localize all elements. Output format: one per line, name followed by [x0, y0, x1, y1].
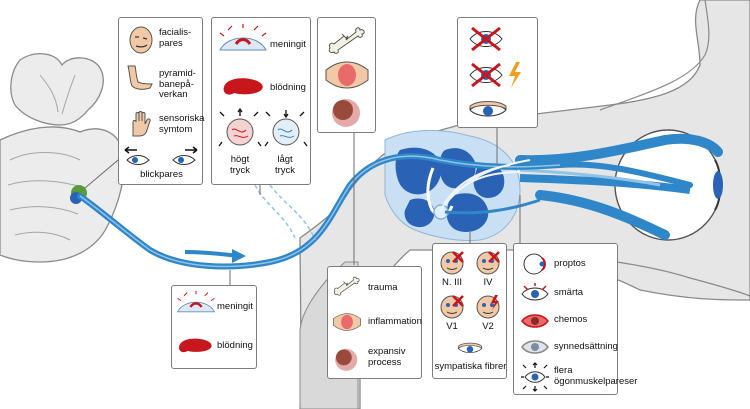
broken-bone-icon — [333, 276, 360, 296]
symptom-label: pyramid- banepå- verkan — [159, 68, 196, 100]
cause-label: blödning — [217, 340, 253, 351]
red-eye-icon — [521, 314, 549, 328]
orbit-label: smärta — [554, 287, 584, 298]
multi-direction-eye-icon — [521, 362, 549, 392]
proptosis-icon — [523, 253, 546, 275]
cause-label: meningit — [217, 301, 253, 312]
arrow-forward-icon — [184, 250, 241, 258]
cause-label: lågt tryck — [274, 154, 296, 176]
brainstem — [0, 53, 125, 263]
meninges-icon — [219, 24, 267, 51]
gaze-eyes-icon — [124, 146, 198, 165]
droopy-eye-icon — [469, 101, 507, 117]
cause-label: trauma — [368, 282, 398, 293]
pain-eye-icon — [521, 283, 549, 301]
brainstem-symptoms-box: facialis- pares pyramid- banepå- verkan … — [118, 17, 205, 185]
blood-pool-icon — [179, 338, 212, 353]
meninges-bottom-box: meningit blödning — [171, 285, 257, 369]
nerve-footer-label: sympatiska fibrer — [434, 361, 507, 372]
cranial-nerves-box: N. III IV V1 V2 sympatiska fibrer — [432, 243, 507, 379]
crossed-eye-icon — [469, 26, 503, 52]
cause-label: högt tryck — [229, 154, 251, 176]
dashed-line — [269, 184, 316, 241]
intracranial-box: meningit blödning högt tryck lågt tryck — [211, 17, 311, 185]
mass-icon — [335, 348, 358, 371]
symptom-label: blickpares — [140, 169, 183, 180]
orbit-symptoms-box: proptos smärta chemos synnedsättning fle… — [513, 243, 637, 395]
orbit-label: proptos — [554, 258, 586, 269]
orbit-label: chemos — [554, 314, 588, 325]
nerve-label: V1 — [446, 321, 458, 332]
eye-symptoms-top-box — [457, 17, 538, 128]
face-crossed-eye-icon — [440, 295, 464, 319]
blurred-eye-icon — [521, 340, 549, 354]
face-lightning-icon — [476, 295, 500, 319]
causes-top-box — [317, 17, 376, 133]
cause-label: blödning — [270, 82, 306, 93]
eyeball — [515, 129, 723, 241]
inflamed-tissue-icon — [325, 61, 369, 89]
blood-pool-icon — [223, 78, 263, 95]
causes-bottom-box: trauma inflammation expansiv process — [327, 266, 422, 379]
high-pressure-brain-icon — [218, 107, 262, 147]
inflamed-tissue-icon — [332, 313, 362, 331]
arm-icon — [127, 65, 153, 90]
nerve-label: V2 — [482, 321, 494, 332]
face-crossed-eye-icon — [440, 251, 464, 275]
cause-label: expansiv process — [368, 346, 406, 368]
crossed-eye-pain-icon — [469, 62, 521, 88]
droopy-eye-icon — [457, 342, 483, 353]
meninges-icon — [176, 291, 216, 313]
orbit-label: flera ögonmuskelpareser — [554, 365, 638, 387]
symptom-label: sensoriska symtom — [159, 113, 205, 135]
nerve-branches — [439, 159, 531, 213]
face-eye-icon — [476, 251, 500, 275]
dashed-line — [254, 184, 296, 239]
nerve-label: N. III — [441, 277, 463, 288]
broken-bone-icon — [328, 27, 365, 54]
orbit-bone-upper — [599, 0, 710, 111]
hand-icon — [132, 111, 151, 137]
mass-icon — [332, 99, 360, 127]
face-paresis-icon — [129, 26, 153, 54]
low-pressure-brain-icon — [264, 110, 308, 147]
cause-label: inflammation — [368, 316, 422, 327]
symptom-label: facialis- pares — [159, 27, 192, 49]
cause-label: meningit — [270, 39, 306, 50]
orbit-label: synnedsättning — [554, 341, 618, 352]
nerve-label: IV — [483, 277, 493, 288]
